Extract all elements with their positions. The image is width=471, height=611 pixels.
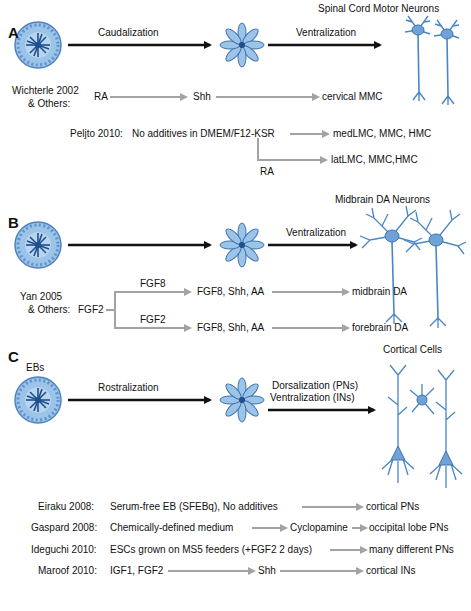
- process-arrow: [268, 409, 374, 412]
- rosette-illustration: [220, 223, 264, 267]
- panel-letter: A: [8, 24, 19, 42]
- factor-label: Serum-free EB (SFEBq), No additives: [110, 501, 278, 513]
- protocol-arrows: [168, 507, 366, 571]
- outcome-label: latLMC, MMC,HMC: [331, 154, 418, 166]
- reference-label: & Others:: [28, 304, 70, 316]
- outcome-label: midbrain DA: [352, 286, 407, 298]
- rosette-illustration: [15, 22, 61, 68]
- factor-label: Cyclopamine: [290, 522, 348, 534]
- process-arrow: [68, 244, 210, 247]
- factor-label: ESCs grown on MS5 feeders (+FGF2 2 days): [110, 544, 312, 556]
- figure-heading: Cortical Cells: [383, 344, 442, 356]
- reference-label: Peljto 2010:: [70, 128, 123, 140]
- outcome-label: forebrain DA: [352, 322, 408, 334]
- figure-heading: Midbrain DA Neurons: [335, 194, 430, 206]
- factor-label: RA: [260, 166, 274, 178]
- step-label: Ventralization (INs): [270, 392, 354, 404]
- outcome-label: cortical INs: [366, 565, 415, 577]
- neuron-illustration: [360, 206, 422, 324]
- rosette-illustration: [15, 377, 61, 423]
- reference-label: Ideguchi 2010:: [31, 544, 97, 556]
- step-label: Caudalization: [98, 27, 159, 39]
- reference-label: Wichterle 2002: [12, 85, 79, 97]
- rosette-illustration: [220, 378, 264, 422]
- reference-label: Maroof 2010:: [38, 565, 97, 577]
- outcome-label: medLMC, MMC, HMC: [333, 128, 431, 140]
- process-arrow: [68, 399, 210, 402]
- step-label: Dorsalization (PNs): [272, 380, 358, 392]
- factor-label: RA: [94, 91, 108, 103]
- outcome-label: cervical MMC: [322, 91, 383, 103]
- panel-letter: C: [8, 348, 19, 366]
- neuron-illustration: [430, 370, 462, 488]
- rosette-illustration: [220, 23, 264, 67]
- reference-label: Yan 2005: [20, 291, 62, 303]
- rosette-illustration: [15, 222, 61, 268]
- outcome-label: many different PNs: [369, 544, 454, 556]
- factor-label: Shh: [193, 91, 211, 103]
- process-arrow: [268, 44, 380, 47]
- factor-label: No additives in DMEM/F12-KSR: [132, 128, 275, 140]
- protocol-arrows: [110, 97, 328, 160]
- factor-label: Chemically-defined medium: [110, 522, 233, 534]
- outcome-label: cortical PNs: [366, 501, 419, 513]
- stage-label: EBs: [26, 362, 44, 374]
- figure-heading: Spinal Cord Motor Neurons: [318, 3, 439, 15]
- factor-label: FGF2: [78, 304, 104, 316]
- outcome-label: occipital lobe PNs: [369, 522, 448, 534]
- step-label: Ventralization: [296, 27, 356, 39]
- factor-label: FGF8: [140, 278, 166, 290]
- neuron-illustration: [404, 210, 466, 328]
- reference-label: & Others:: [28, 98, 70, 110]
- step-label: Rostralization: [98, 382, 159, 394]
- factor-label: FGF8, Shh, AA: [197, 286, 264, 298]
- reference-label: Gaspard 2008:: [31, 522, 97, 534]
- step-label: Ventralization: [286, 227, 346, 239]
- reference-label: Eiraku 2008:: [38, 501, 94, 513]
- factor-label: FGF8, Shh, AA: [197, 322, 264, 334]
- neuron-illustration: [382, 365, 414, 483]
- factor-label: Shh: [258, 565, 276, 577]
- process-arrow: [68, 44, 210, 47]
- panel-letter: B: [8, 214, 19, 232]
- neuron-illustration: [410, 384, 434, 414]
- neuron-illustration: [405, 16, 430, 101]
- factor-label: FGF2: [140, 314, 166, 326]
- process-arrow: [268, 244, 356, 247]
- neuron-illustration: [434, 20, 459, 105]
- factor-label: IGF1, FGF2: [110, 565, 163, 577]
